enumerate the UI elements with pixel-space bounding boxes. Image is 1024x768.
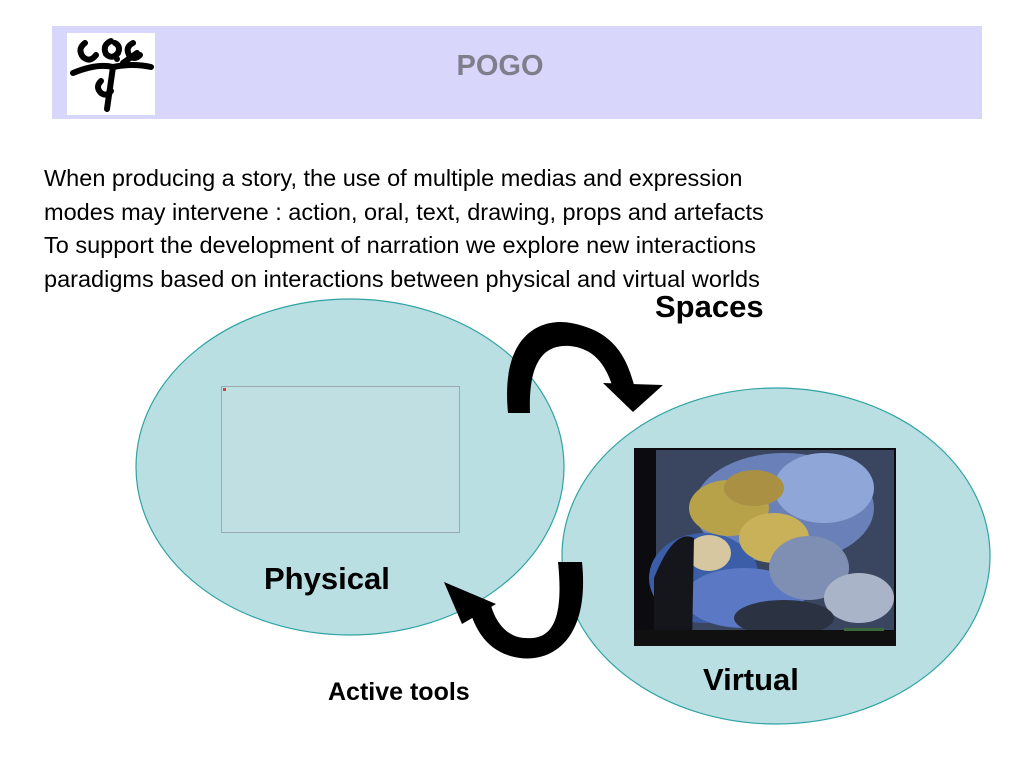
virtual-video-still bbox=[634, 448, 896, 646]
spaces-label: Spaces bbox=[655, 289, 764, 324]
header-bar bbox=[52, 26, 982, 119]
virtual-label: Virtual bbox=[703, 662, 799, 697]
body-line-3: To support the development of narration … bbox=[44, 232, 756, 258]
curved-arrow-virtual-to-physical-icon bbox=[444, 562, 584, 659]
body-line-2: modes may intervene : action, oral, text… bbox=[44, 198, 764, 225]
active-tools-label: Active tools bbox=[328, 678, 470, 706]
body-paragraph: When producing a story, the use of multi… bbox=[44, 162, 944, 296]
physical-label: Physical bbox=[264, 561, 390, 596]
body-line-4: paradigms based on interactions between … bbox=[44, 265, 760, 292]
page-title: POGO bbox=[456, 50, 544, 82]
curved-arrow-physical-to-virtual-icon bbox=[507, 322, 663, 413]
pogo-logo-icon bbox=[67, 33, 155, 115]
screen-indicator-dot bbox=[223, 388, 226, 391]
body-line-1: When producing a story, the use of multi… bbox=[44, 165, 743, 191]
physical-screen-thumbnail bbox=[221, 386, 460, 533]
